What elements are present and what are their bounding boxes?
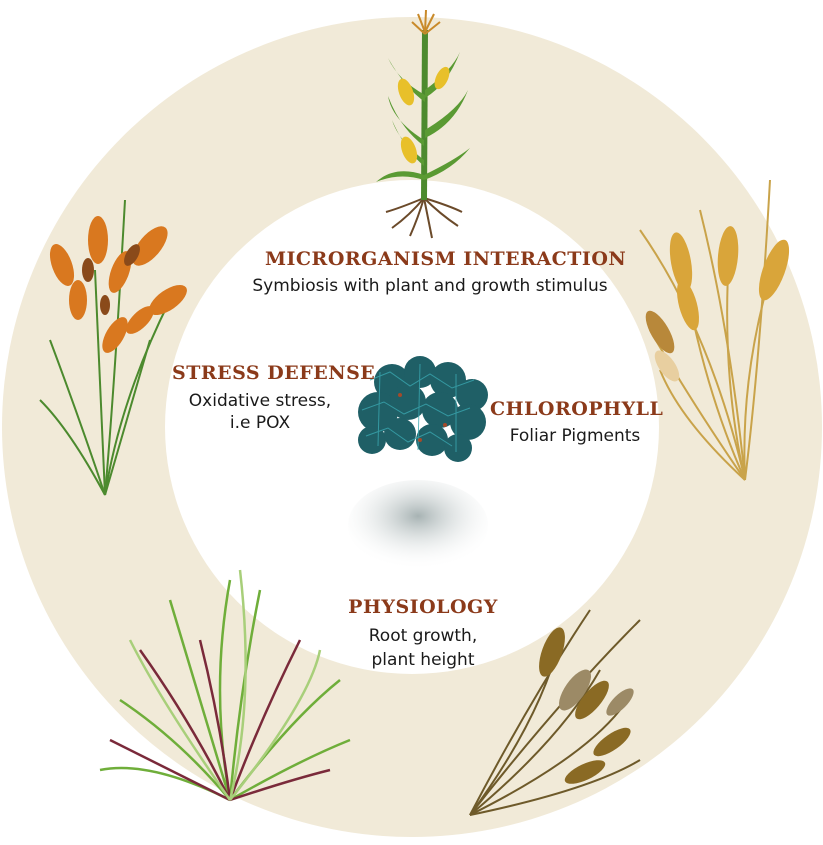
stress-desc-line1: Oxidative stress, (180, 390, 340, 412)
microorganism-title: MICRORGANISM INTERACTION (265, 248, 595, 270)
stress-desc: Oxidative stress, i.e POX (180, 390, 340, 434)
microorganism-desc: Symbiosis with plant and growth stimulus (230, 276, 630, 296)
stress-title: STRESS DEFENSE (172, 362, 354, 384)
physiology-desc-line1: Root growth, (340, 624, 506, 648)
stress-desc-line2: i.e POX (180, 412, 340, 434)
physiology-title: PHYSIOLOGY (338, 596, 508, 618)
physiology-desc: Root growth, plant height (340, 624, 506, 672)
molecule-reflection (348, 480, 488, 570)
physiology-desc-line2: plant height (340, 648, 506, 672)
chlorophyll-title: CHLOROPHYLL (490, 398, 660, 420)
chlorophyll-desc: Foliar Pigments (495, 426, 655, 446)
